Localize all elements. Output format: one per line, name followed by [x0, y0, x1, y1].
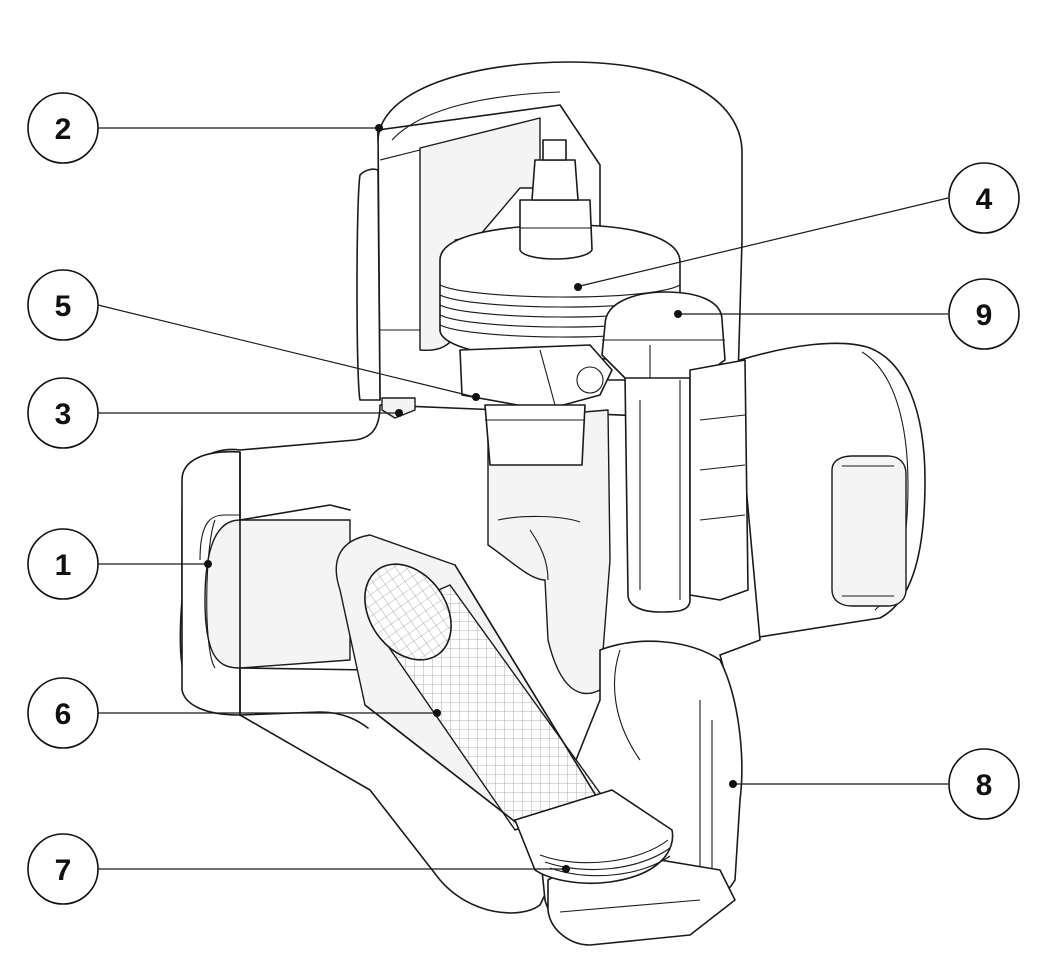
callout-label-8: 8	[976, 769, 993, 802]
callout-label-9: 9	[976, 299, 993, 332]
callout-label-5: 5	[55, 290, 72, 323]
strainer-cap	[514, 789, 674, 885]
dot-5	[472, 393, 480, 401]
callout-2: 2	[27, 92, 99, 164]
callout-6: 6	[27, 677, 99, 749]
leader-lines	[97, 124, 949, 873]
seat-assembly	[459, 344, 613, 466]
callout-label-2: 2	[55, 113, 72, 146]
callout-5: 5	[27, 269, 99, 341]
callout-label-4: 4	[976, 183, 993, 216]
dot-4	[574, 283, 582, 291]
dot-2	[375, 124, 383, 132]
callout-label-1: 1	[55, 549, 72, 582]
callout-label-3: 3	[55, 398, 72, 431]
callout-4: 4	[948, 162, 1020, 234]
callout-label-7: 7	[55, 854, 72, 887]
callout-8: 8	[948, 748, 1020, 820]
dot-6	[433, 709, 441, 717]
dot-9	[674, 310, 682, 318]
dot-8	[729, 780, 737, 788]
leader-5	[97, 304, 476, 398]
dot-3	[395, 409, 403, 417]
callout-1: 1	[27, 528, 99, 600]
callout-7: 7	[27, 833, 99, 905]
right-body	[739, 342, 926, 641]
leader-4	[579, 197, 949, 287]
callout-label-6: 6	[55, 698, 72, 731]
dot-1	[204, 560, 212, 568]
callout-9: 9	[948, 278, 1020, 350]
dot-7	[562, 865, 570, 873]
callout-3: 3	[27, 377, 99, 449]
